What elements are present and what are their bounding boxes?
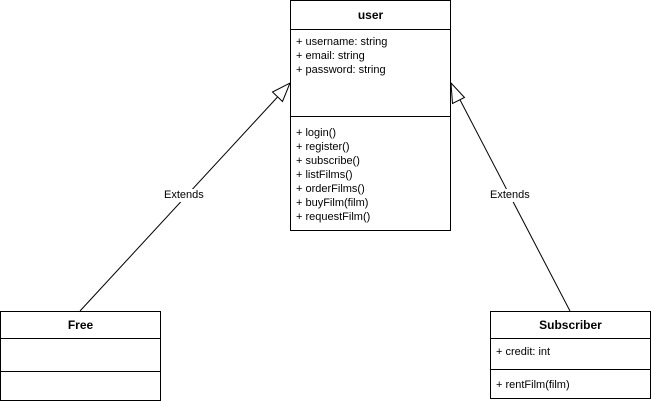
subscriber-attr-credit: + credit: int — [496, 346, 551, 358]
class-subscriber-separator — [491, 369, 650, 370]
user-method-buyfilm: + buyFilm(film) — [296, 197, 369, 209]
user-method-subscribe: + subscribe() — [296, 155, 360, 167]
user-method-requestfilm: + requestFilm() — [296, 211, 371, 223]
class-user-separator — [291, 116, 450, 117]
free-extends-arrowhead — [271, 81, 291, 103]
class-free-separator — [1, 371, 160, 372]
user-attr-email: + email: string — [296, 50, 365, 62]
class-free[interactable]: Free — [0, 311, 161, 401]
subscriber-extends-label: Extends — [488, 189, 532, 202]
class-subscriber[interactable]: Subscriber + credit: int + rentFilm(film… — [490, 311, 651, 399]
class-user-attributes: + username: string + email: string + pas… — [291, 30, 450, 116]
class-subscriber-methods: + rentFilm(film) — [491, 370, 650, 395]
subscriber-method-rentfilm: + rentFilm(film) — [496, 379, 570, 391]
user-method-login: + login() — [296, 127, 337, 139]
class-user-methods: + login() + register() + subscribe() + l… — [291, 117, 450, 227]
class-free-attributes — [1, 339, 160, 371]
class-user[interactable]: user + username: string + email: string … — [290, 0, 451, 231]
user-method-listfilms: + listFilms() — [296, 169, 353, 181]
user-method-orderfilms: + orderFilms() — [296, 183, 365, 195]
class-subscriber-attributes: + credit: int — [491, 339, 650, 369]
user-method-register: + register() — [296, 141, 350, 153]
subscriber-extends-arrowhead — [450, 81, 466, 105]
free-extends-label: Extends — [162, 189, 206, 202]
subscriber-extends-edge — [457, 95, 571, 312]
class-free-title: Free — [1, 312, 160, 339]
user-attr-username: + username: string — [296, 36, 388, 48]
user-attr-password: + password: string — [296, 64, 386, 76]
class-free-methods — [1, 372, 160, 400]
class-subscriber-title: Subscriber — [491, 312, 650, 339]
class-user-title: user — [291, 1, 450, 30]
